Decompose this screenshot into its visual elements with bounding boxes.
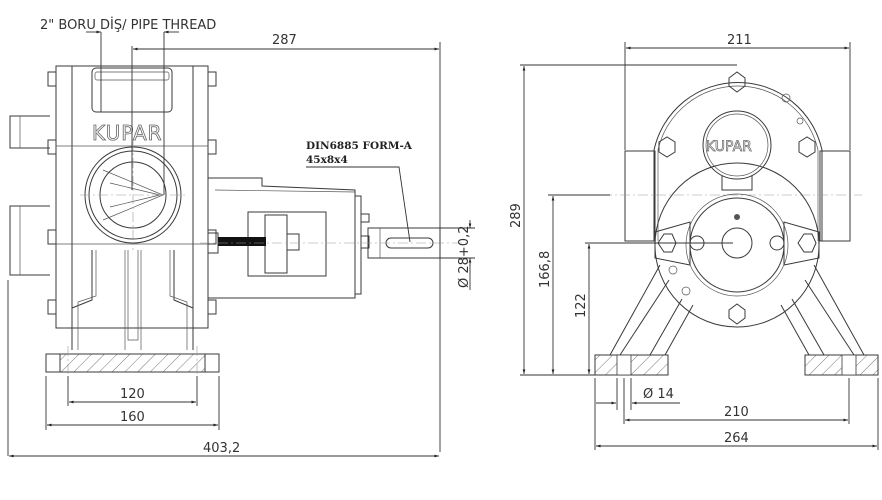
key-note-line2: 45x8x4 — [306, 154, 348, 166]
front-view: KUPAR 211 — [509, 33, 879, 450]
dim-hole-diameter: Ø 14 — [643, 387, 674, 402]
front-dimensions: 211 289 166,8 122 Ø 14 210 — [509, 33, 879, 450]
key-note-line1: DIN6885 FORM-A — [306, 140, 413, 152]
side-view: KUPAR — [7, 17, 475, 458]
dim-403-2: 403,2 — [203, 441, 240, 456]
dim-122: 122 — [574, 293, 589, 318]
bearing-housing — [207, 177, 370, 299]
kupar-logo-front: KUPAR — [706, 139, 752, 155]
side-dimensions: 2" BORU DİŞ/ PIPE THREAD 287 DIN6885 FOR… — [7, 17, 475, 458]
pipe-thread-label: 2" BORU DİŞ/ PIPE THREAD — [40, 17, 216, 33]
dim-289: 289 — [509, 203, 524, 228]
dim-shaft-diameter: Ø 28+0,2 — [457, 226, 472, 288]
inlet-port — [9, 115, 50, 276]
kupar-logo-side: KUPAR — [92, 121, 163, 145]
dim-160: 160 — [120, 410, 145, 425]
dim-287: 287 — [272, 33, 297, 48]
pump-body: KUPAR — [45, 65, 220, 380]
drive-shaft — [200, 227, 470, 259]
dim-120: 120 — [120, 387, 145, 402]
dim-166-8: 166,8 — [538, 251, 553, 288]
dim-211: 211 — [727, 33, 752, 48]
dim-264: 264 — [724, 431, 749, 446]
dim-210: 210 — [724, 405, 749, 420]
